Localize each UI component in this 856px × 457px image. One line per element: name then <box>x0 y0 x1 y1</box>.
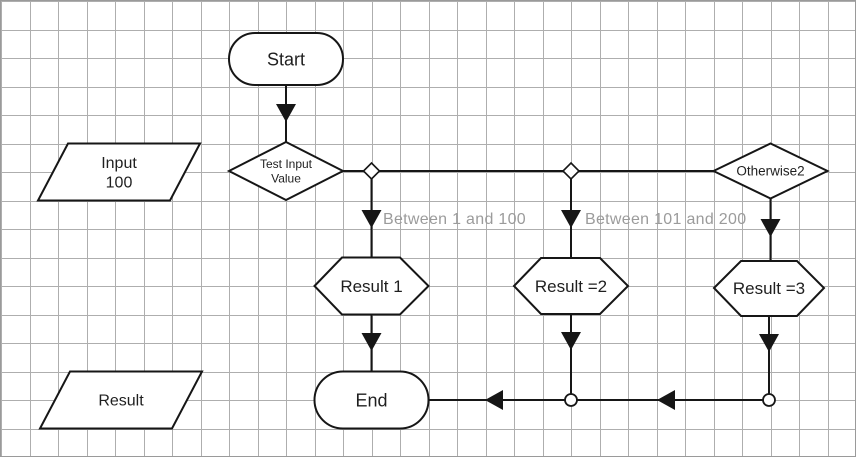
result-2-label: Result =2 <box>535 277 607 296</box>
arrowhead-down <box>361 333 382 351</box>
arrowhead-down <box>361 210 382 228</box>
input-shape[interactable] <box>36 142 202 202</box>
result-2-shape[interactable] <box>512 257 630 315</box>
junction-diamond[interactable] <box>561 161 581 181</box>
arrowheads <box>276 104 781 410</box>
start-node[interactable]: Start <box>228 32 344 86</box>
result-1-node[interactable]: Result 1 <box>313 256 430 316</box>
junction-circle[interactable] <box>762 393 776 407</box>
result-3-label: Result =3 <box>733 279 805 298</box>
edge-label[interactable]: Between 1 and 100 <box>383 211 526 228</box>
edge-label[interactable]: Between 101 and 200 <box>585 211 746 228</box>
result-label: Result <box>98 393 144 410</box>
junction-diamond[interactable] <box>362 161 381 181</box>
arrowhead-left <box>485 390 503 410</box>
edge-labels: Between 1 and 100 Between 101 and 200 <box>383 211 746 228</box>
test-input-value-shape[interactable] <box>226 140 346 202</box>
result-2-node[interactable]: Result =2 <box>512 257 630 315</box>
arrowhead-down <box>759 334 779 352</box>
result-shape[interactable] <box>38 370 204 430</box>
result-1-shape[interactable] <box>313 256 430 316</box>
arrowhead-down <box>760 219 781 237</box>
arrowhead-left <box>657 390 675 410</box>
start-label: Start <box>267 49 305 69</box>
otherwise2-shape[interactable] <box>711 142 830 200</box>
arrowhead-down <box>276 104 296 122</box>
result-node[interactable]: Result <box>38 370 204 430</box>
arrowhead-down <box>561 332 581 350</box>
end-node[interactable]: End <box>313 370 430 430</box>
result-3-node[interactable]: Result =3 <box>712 260 826 317</box>
end-label: End <box>355 390 387 410</box>
result-3-shape[interactable] <box>712 260 826 317</box>
junction-circle[interactable] <box>564 393 578 407</box>
otherwise2-label: Otherwise2 <box>736 164 804 179</box>
otherwise2-node[interactable]: Otherwise2 <box>711 142 830 200</box>
arrowhead-down <box>561 210 581 228</box>
start-shape[interactable] <box>228 32 344 86</box>
junctions <box>362 161 776 407</box>
result-1-label: Result 1 <box>340 277 402 296</box>
end-shape[interactable] <box>313 370 430 430</box>
